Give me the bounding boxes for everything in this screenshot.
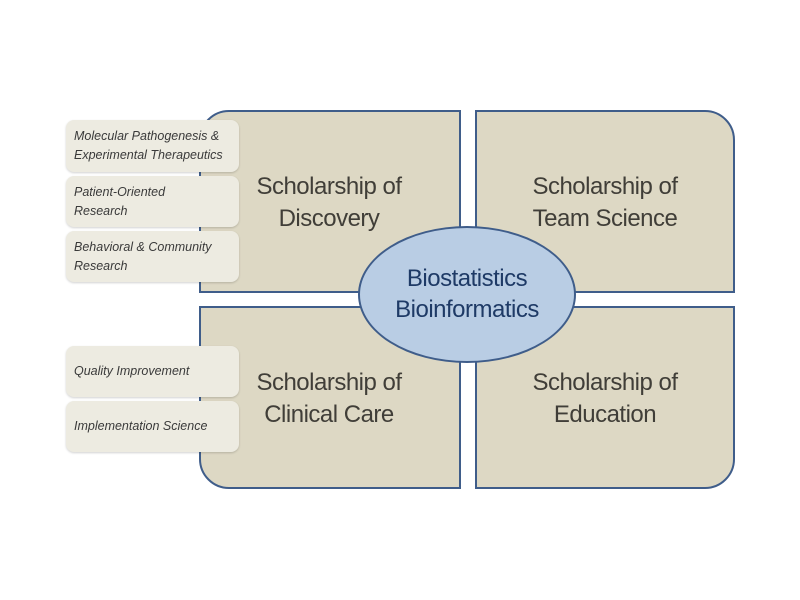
- center-label-line: Bioinformatics: [395, 296, 539, 323]
- quadrant-label-clinical-care: Scholarship of Clinical Care: [229, 367, 429, 431]
- center-label-line: Biostatistics: [406, 265, 528, 292]
- quadrant-label-line: Scholarship of: [256, 369, 402, 396]
- side-box-line: Research: [74, 258, 128, 273]
- side-box-molecular-pathogenesis: Molecular Pathogenesis & Experimental Th…: [66, 120, 239, 172]
- center-label: Biostatistics Bioinformatics: [358, 263, 576, 325]
- quadrant-label-line: Team Science: [532, 205, 678, 232]
- quadrant-label-line: Scholarship of: [256, 173, 402, 200]
- center-ellipse: [358, 226, 576, 363]
- quadrant-label-line: Clinical Care: [264, 401, 394, 428]
- side-box-line: Implementation Science: [74, 419, 208, 433]
- side-box-line: Experimental Therapeutics: [74, 148, 223, 162]
- quadrant-label-line: Scholarship of: [532, 369, 678, 396]
- side-box-line: Research: [74, 203, 128, 218]
- quadrant-label-line: Discovery: [278, 205, 380, 232]
- side-box-patient-oriented: Patient-Oriented Research: [66, 176, 239, 227]
- quadrant-label-line: Scholarship of: [532, 173, 678, 200]
- quadrant-label-team-science: Scholarship of Team Science: [505, 171, 705, 235]
- quadrant-label-education: Scholarship of Education: [505, 367, 705, 431]
- side-box-implementation-science: Implementation Science: [66, 401, 239, 452]
- side-box-line: Behavioral & Community: [74, 239, 212, 254]
- side-box-line: Quality Improvement: [74, 364, 190, 378]
- side-box-line: Molecular Pathogenesis &: [74, 129, 220, 143]
- side-box-line: Patient-Oriented: [74, 184, 166, 199]
- quadrant-label-line: Education: [553, 401, 657, 428]
- side-box-behavioral-community: Behavioral & Community Research: [66, 231, 239, 282]
- side-box-quality-improvement: Quality Improvement: [66, 346, 239, 397]
- quadrant-label-discovery: Scholarship of Discovery: [229, 171, 429, 235]
